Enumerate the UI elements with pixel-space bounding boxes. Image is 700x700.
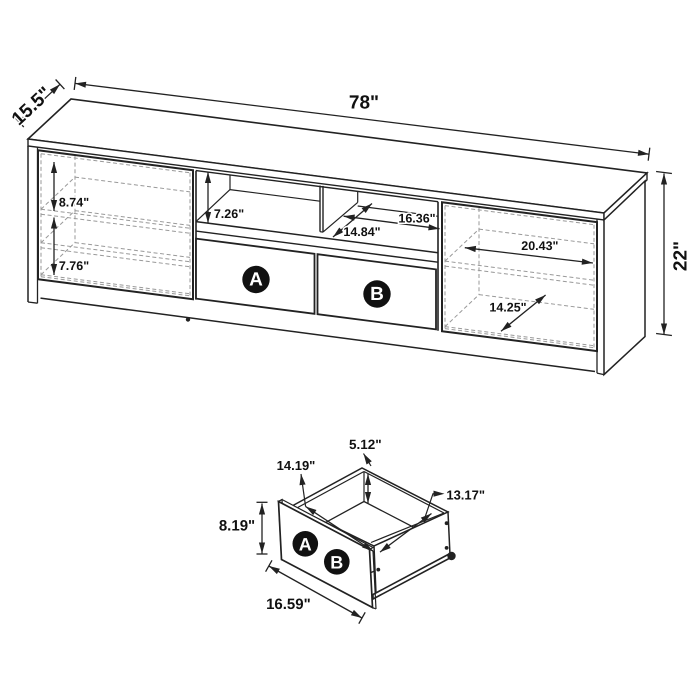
svg-text:8.19": 8.19" [219,518,255,535]
svg-text:A: A [299,534,312,554]
svg-text:14.19": 14.19" [277,458,316,473]
svg-text:14.25": 14.25" [489,301,526,315]
svg-text:B: B [370,284,384,305]
svg-text:8.74": 8.74" [59,195,89,209]
svg-text:14.84": 14.84" [343,225,380,239]
svg-text:13.17": 13.17" [446,487,485,502]
svg-text:5.12": 5.12" [349,437,382,452]
svg-text:16.36": 16.36" [398,211,435,225]
svg-text:16.59": 16.59" [266,596,311,613]
svg-text:7.76": 7.76" [59,259,89,273]
svg-text:20.43": 20.43" [521,239,558,253]
svg-text:A: A [249,270,263,291]
svg-text:7.26": 7.26" [214,207,244,221]
svg-text:22": 22" [671,241,692,271]
svg-text:78": 78" [349,93,379,114]
svg-text:B: B [330,552,343,572]
